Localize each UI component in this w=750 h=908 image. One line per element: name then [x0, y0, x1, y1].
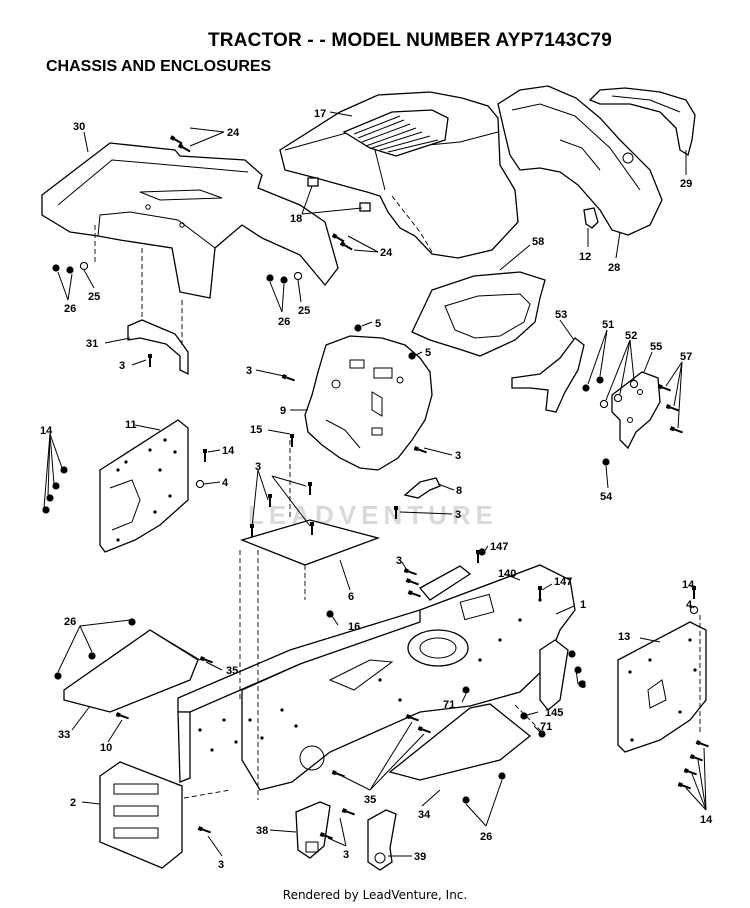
callout-15: 15	[250, 424, 262, 436]
part-39-bracket	[367, 809, 397, 871]
callout-3: 3	[455, 450, 461, 462]
callout-30: 30	[73, 121, 85, 133]
callout-55: 55	[650, 341, 662, 353]
callout-33: 33	[58, 729, 70, 741]
callout-26: 26	[278, 316, 290, 328]
callout-34: 34	[418, 809, 431, 821]
part-33-footrest	[63, 629, 201, 713]
footer-credit: Rendered by LeadVenture, Inc.	[282, 888, 468, 902]
callout-53: 53	[555, 309, 567, 321]
part-53-support	[511, 337, 585, 413]
part-29-grille	[588, 87, 696, 157]
callout-10: 10	[100, 742, 112, 754]
callout-147: 147	[490, 541, 508, 553]
callout-2: 2	[70, 797, 76, 809]
callout-6: 6	[348, 591, 354, 603]
callout-26: 26	[480, 831, 492, 843]
callout-5: 5	[375, 318, 381, 330]
callout-14: 14	[40, 425, 53, 437]
callout-71: 71	[540, 721, 552, 733]
part-30-rear-fender	[41, 142, 339, 299]
part-6-battery-plate	[240, 519, 381, 600]
callout-25: 25	[298, 305, 310, 317]
callout-145: 145	[545, 707, 563, 719]
callout-38: 38	[256, 825, 268, 837]
part-8-clip	[403, 477, 441, 499]
callout-18: 18	[290, 213, 302, 225]
callout-17: 17	[314, 108, 326, 120]
callout-14: 14	[700, 814, 713, 826]
leader-lines	[43, 111, 707, 857]
callout-3: 3	[119, 360, 125, 372]
callout-71: 71	[443, 699, 455, 711]
part-12-bracket	[583, 207, 599, 229]
part-58-dash-shield	[411, 271, 546, 357]
callout-3: 3	[255, 461, 261, 473]
callout-9: 9	[280, 405, 286, 417]
callout-35: 35	[364, 794, 376, 806]
callout-26: 26	[64, 616, 76, 628]
part-18-hood-clip	[307, 177, 371, 212]
part-13-side-panel	[617, 621, 707, 753]
part-34-footrest	[388, 703, 532, 781]
callout-140: 140	[498, 568, 516, 580]
callout-5: 5	[425, 347, 431, 359]
diagram-title: TRACTOR - - MODEL NUMBER AYP7143C79	[208, 30, 612, 51]
callout-57: 57	[680, 351, 692, 363]
callout-14: 14	[682, 579, 695, 591]
callout-3: 3	[396, 555, 402, 567]
part-55-plate	[611, 371, 661, 450]
callout-24: 24	[227, 127, 240, 139]
watermark-logo: LEADVENTURE	[248, 500, 499, 530]
part-2-front-bracket	[99, 761, 183, 869]
callout-16: 16	[348, 621, 360, 633]
part-11-side-panel	[99, 419, 189, 553]
callout-147: 147	[554, 576, 572, 588]
callout-52: 52	[625, 330, 637, 342]
callout-3: 3	[218, 859, 224, 871]
callout-35: 35	[226, 665, 238, 677]
diagram-subtitle: CHASSIS AND ENCLOSURES	[46, 58, 272, 75]
callout-13: 13	[618, 631, 630, 643]
callout-8: 8	[456, 485, 462, 497]
part-28-hood-front	[497, 85, 663, 236]
callout-51: 51	[602, 319, 614, 331]
callout-11: 11	[125, 419, 137, 431]
callout-4: 4	[686, 599, 693, 611]
callout-58: 58	[532, 236, 544, 248]
callout-54: 54	[600, 491, 613, 503]
callout-29: 29	[680, 178, 692, 190]
callout-4: 4	[222, 477, 229, 489]
part-31-bracket	[127, 319, 189, 376]
callout-1: 1	[580, 599, 586, 611]
callout-39: 39	[414, 851, 426, 863]
callout-31: 31	[86, 338, 98, 350]
callout-25: 25	[88, 291, 100, 303]
part-9-dash-panel	[304, 335, 433, 471]
callout-labels: 30 24 17 29 18 12 28 24 58 26 25 26 25 5…	[40, 108, 713, 871]
part-17-hood	[279, 91, 519, 259]
callout-14: 14	[222, 445, 235, 457]
callout-3: 3	[246, 365, 252, 377]
part-38-bracket	[295, 801, 331, 859]
callout-3: 3	[580, 679, 586, 691]
callout-3: 3	[455, 509, 461, 521]
callout-28: 28	[608, 262, 620, 274]
part-1-main-frame	[177, 564, 576, 791]
callout-26: 26	[64, 303, 76, 315]
callout-3: 3	[343, 849, 349, 861]
callout-24: 24	[380, 247, 393, 259]
callout-12: 12	[579, 251, 591, 263]
alignment-lines	[94, 225, 701, 800]
